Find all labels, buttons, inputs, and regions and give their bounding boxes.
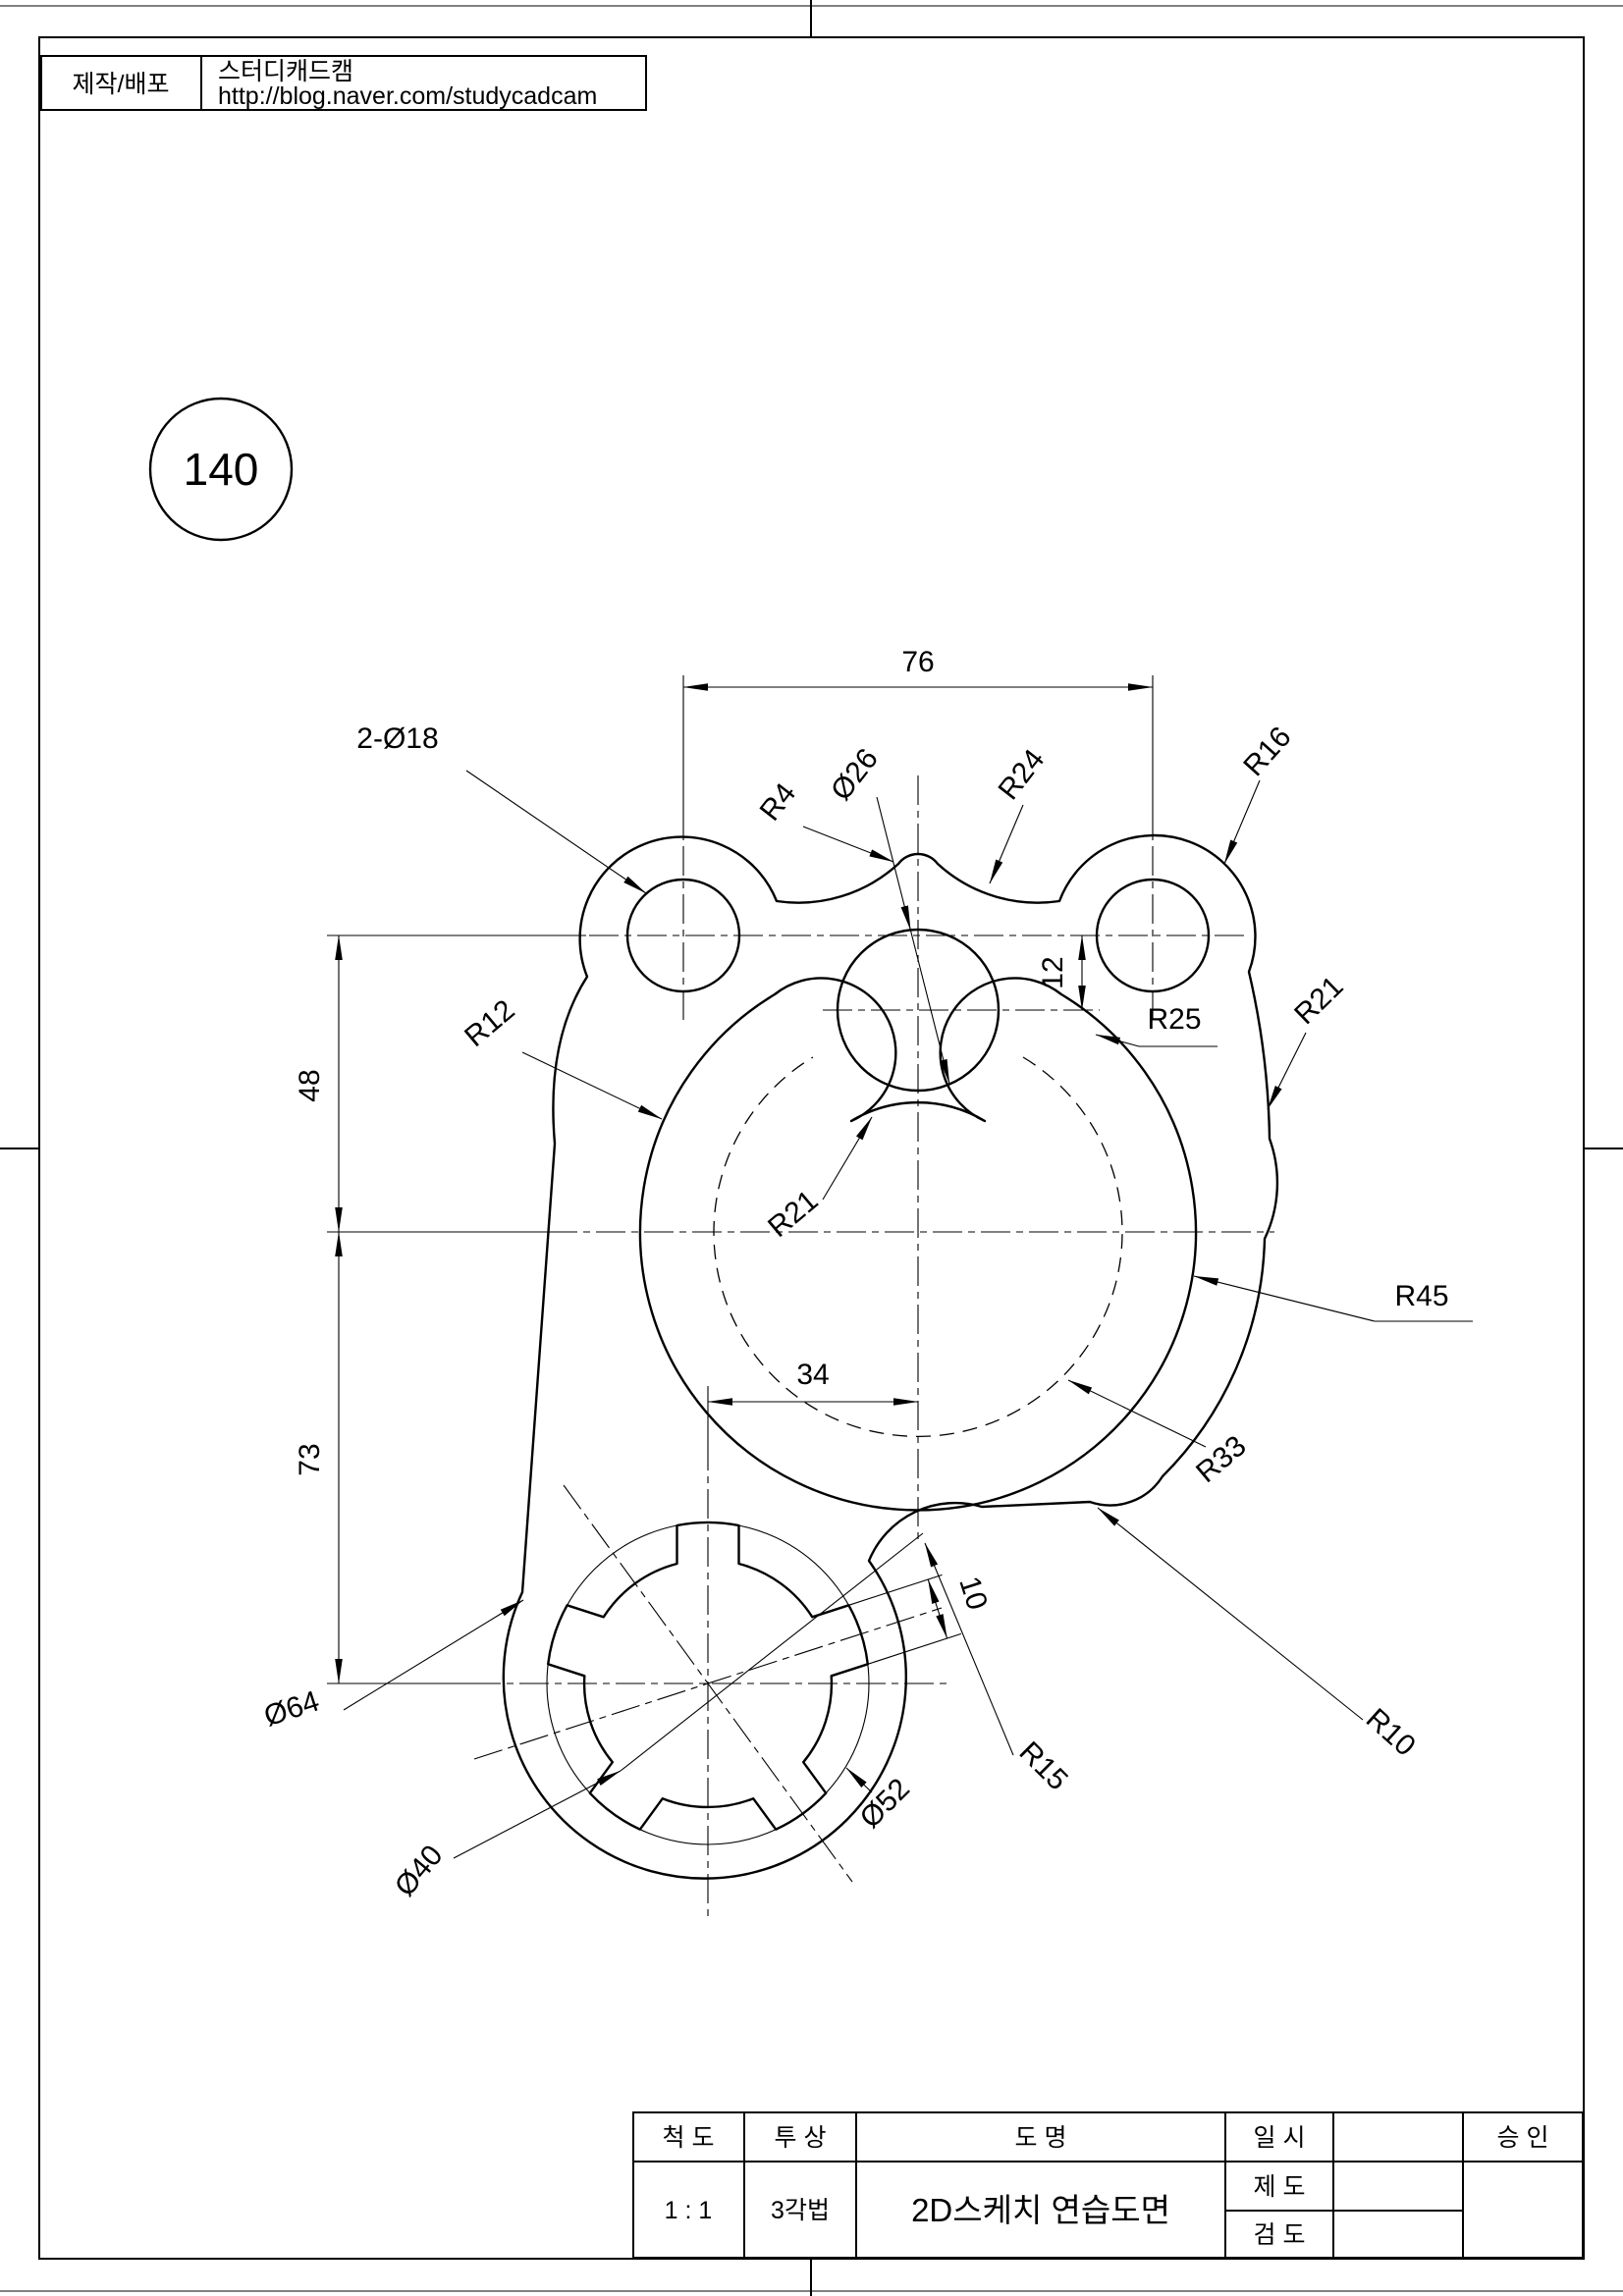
dim-r4: R4 — [754, 777, 803, 828]
maker-url: http://blog.naver.com/studycadcam — [218, 82, 597, 110]
dim-d64: Ø64 — [260, 1685, 323, 1734]
tb-drawing-name: 2D스케치 연습도면 — [911, 2192, 1170, 2228]
dim-r25: R25 — [1147, 1003, 1201, 1036]
tb-projection-label: 투 상 — [775, 2124, 827, 2152]
leader-r4 — [802, 826, 894, 863]
leader-d26-a — [876, 796, 911, 932]
leader-r16 — [1223, 779, 1261, 865]
maker-studio: 스터디캐드캠 — [218, 58, 353, 85]
dim-r16: R16 — [1237, 721, 1297, 782]
tb-scale-label: 척 도 — [663, 2124, 715, 2152]
tb-date-label: 일 시 — [1254, 2124, 1306, 2152]
leader-r25 — [1095, 1034, 1217, 1047]
leader-r45 — [1193, 1275, 1473, 1322]
leader-2xd18 — [465, 770, 647, 894]
leader-d64 — [343, 1599, 524, 1711]
centerline-spline-diag2 — [563, 1484, 853, 1883]
centerlines — [471, 775, 1274, 1919]
dim-r12: R12 — [459, 993, 520, 1053]
maker-box: 제작/배포 스터디캐드캠 http://blog.naver.com/study… — [40, 55, 647, 111]
dim-73: 73 — [294, 1443, 326, 1475]
dim-76: 76 — [901, 646, 934, 678]
leader-r21-outer — [1267, 1032, 1307, 1110]
maker-label: 제작/배포 — [73, 71, 170, 98]
dim-12: 12 — [1037, 956, 1069, 988]
dim-r21-inner: R21 — [762, 1184, 824, 1244]
title-block: 척 도 투 상 도 명 일 시 승 인 1 : 1 3각법 2D스케치 연습도면… — [632, 2111, 1584, 2259]
ext-10-a — [848, 1574, 943, 1606]
dim-r45: R45 — [1394, 1280, 1448, 1312]
leader-d40-b — [620, 1532, 924, 1772]
dim-r24: R24 — [993, 743, 1052, 806]
dim-r10: R10 — [1360, 1702, 1422, 1762]
leader-r12 — [521, 1051, 663, 1120]
part-outline — [502, 833, 1279, 1880]
dim-d26: Ø26 — [825, 743, 885, 807]
sheet-border — [38, 36, 1585, 2260]
dim-48: 48 — [294, 1069, 326, 1101]
tb-projection-value: 3각법 — [771, 2197, 830, 2224]
leader-r21-inner — [822, 1116, 873, 1201]
dim-line-10 — [927, 1578, 948, 1639]
dim-d52: Ø52 — [854, 1773, 916, 1835]
curved-slot — [638, 977, 1198, 1512]
part-view: 76 2-Ø18 R4 Ø26 R24 R16 12 48 73 R12 R25… — [260, 646, 1473, 1919]
tb-scale-value: 1 : 1 — [665, 2197, 713, 2224]
dim-2xd18: 2-Ø18 — [356, 722, 438, 755]
leader-d40-a — [453, 1770, 622, 1859]
sheet-number-circle — [148, 397, 294, 542]
ext-10-b — [867, 1632, 962, 1665]
title-block-frame — [632, 2111, 1584, 2259]
maker-box-frame — [40, 55, 647, 111]
tb-approve-label: 승 인 — [1497, 2124, 1549, 2152]
leader-lines — [343, 770, 1473, 1859]
dimension-lines — [335, 683, 1154, 1684]
tb-draft-label: 제 도 — [1254, 2173, 1306, 2201]
dimension-texts: 76 2-Ø18 R4 Ø26 R24 R16 12 48 73 R12 R25… — [260, 646, 1449, 1902]
dim-34: 34 — [796, 1359, 829, 1391]
sheet-number-text: 140 — [184, 444, 259, 495]
dim-r33: R33 — [1190, 1429, 1252, 1489]
extension-lines — [327, 675, 1154, 1684]
leader-r33 — [1067, 1379, 1207, 1448]
dim-10: 10 — [952, 1573, 994, 1614]
dim-d40: Ø40 — [389, 1840, 450, 1903]
dim-r21-outer: R21 — [1288, 970, 1350, 1031]
leader-r15 — [924, 1542, 1014, 1756]
sheet-number: 140 — [148, 397, 294, 542]
leader-d52 — [845, 1767, 873, 1793]
leader-r24 — [989, 804, 1024, 884]
leader-r10 — [1097, 1507, 1364, 1721]
leader-d26-b — [909, 930, 950, 1085]
tb-check-label: 검 도 — [1254, 2221, 1306, 2249]
tb-name-label: 도 명 — [1015, 2124, 1067, 2152]
dim-r15: R15 — [1013, 1735, 1074, 1796]
